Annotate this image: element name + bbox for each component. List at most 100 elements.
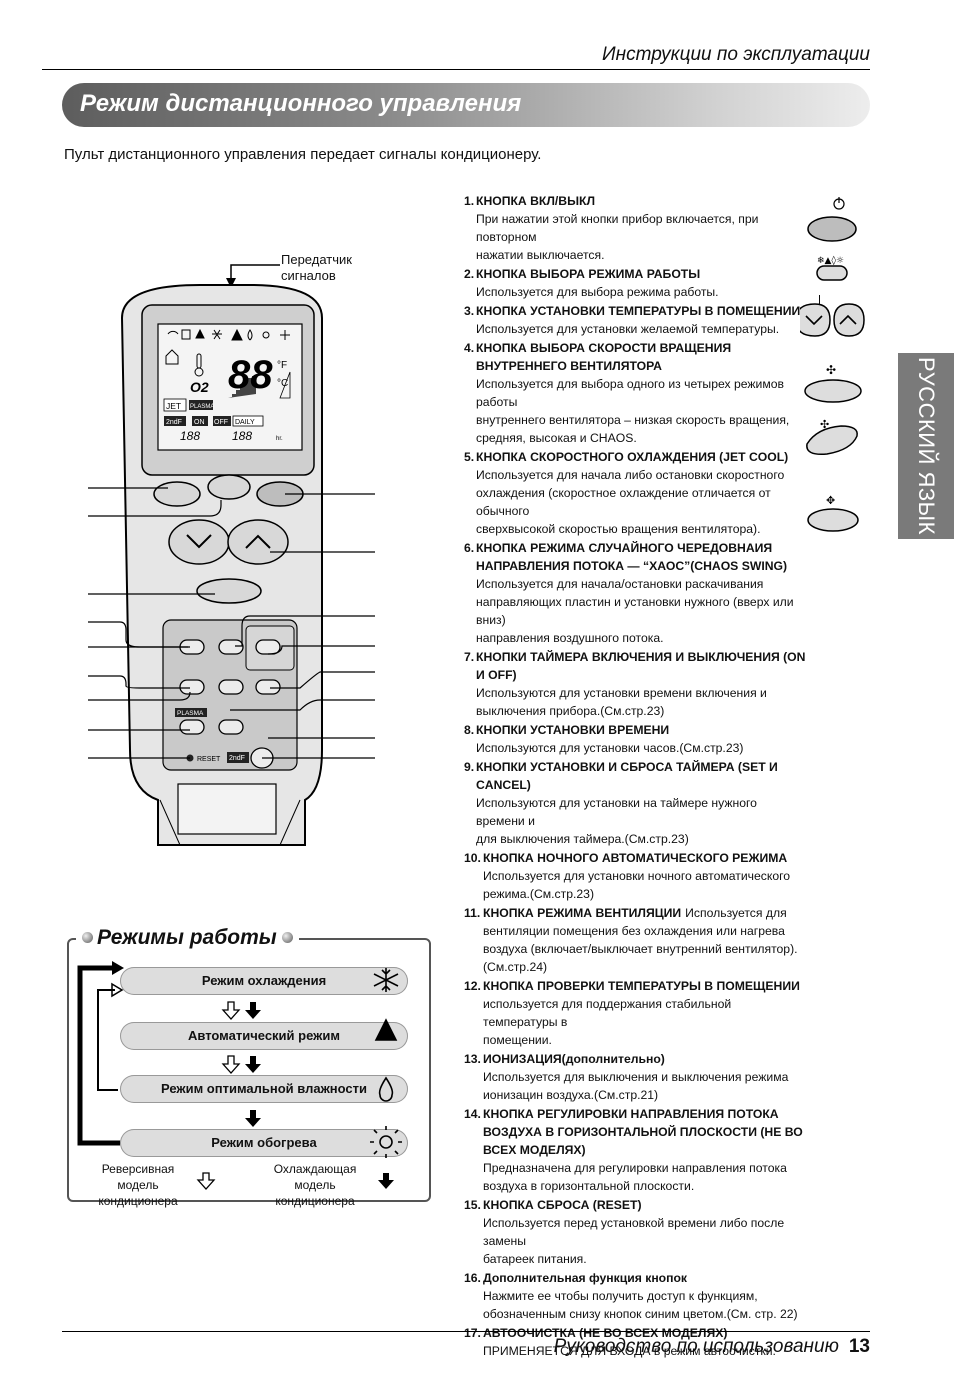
item-title: КНОПКА ВЫБОРА РЕЖИМА РАБОТЫ (476, 267, 701, 281)
mode-icons (370, 968, 402, 1158)
item-description-line: направляющих пластин и установки нужного… (476, 595, 794, 627)
description-item: 14.КНОПКА РЕГУЛИРОВКИ НАПРАВЛЕНИЯ ПОТОКА… (464, 1105, 809, 1195)
description-item: 17.АВТООЧИСТКА (НЕ ВО ВСЕХ МОДЕЛЯХ)ПРИМЕ… (464, 1324, 809, 1360)
snowflake-icon (373, 968, 399, 992)
item-description-line: (См.стр.24) (483, 960, 548, 974)
item-description-line: ионизацин воздуха.(См.стр.21) (483, 1088, 659, 1102)
item-description-line: воздуха (включает/выключает внутренний в… (483, 942, 798, 956)
item-description-line: режима.(См.стр.23) (483, 887, 595, 901)
item-description-line: воздуха в горизонтальной плоскости. (483, 1179, 695, 1193)
lcd-2ndf: 2ndF (166, 419, 182, 426)
item-title: КНОПКА ВЫБОРА СКОРОСТИ ВРАЩЕНИЯ ВНУТРЕНН… (476, 341, 732, 373)
item-description-line: Используются для установки времени включ… (476, 686, 767, 700)
item-description-line: Используется для выключения и выключения… (483, 1070, 789, 1084)
header-title: Инструкции по эксплуатации (602, 44, 870, 65)
mode-button-icon (816, 265, 848, 281)
bullet-icon (82, 932, 93, 943)
item-description-line: Используется для начала/остановки раскач… (476, 577, 764, 591)
item-number: 11. (464, 906, 481, 920)
lcd-off: OFF (214, 419, 228, 426)
item-number: 15. (464, 1198, 481, 1212)
lcd-unit-f: °F (277, 360, 287, 371)
callout-lines (88, 487, 375, 759)
item-number: 6. (464, 541, 475, 555)
lcd-on: ON (194, 419, 205, 426)
chaos-swing-button (207, 474, 251, 500)
item-inline-text: Используется для (685, 906, 787, 920)
sun-icon (379, 1135, 393, 1149)
item-description-line: обозначенным снизу кнопок синим цветом.(… (483, 1307, 798, 1321)
modes-flow-diagram (77, 961, 402, 1190)
lcd-unit-c: °C (277, 378, 288, 389)
panel-2ndf-label: 2ndF (229, 755, 245, 762)
fan-icon: ✣ (826, 363, 836, 377)
item-description-line: Используются для установки на таймере ну… (476, 796, 757, 828)
chaos-swing-button-icon (807, 508, 859, 532)
auto-mode-icon (374, 1018, 398, 1041)
footer-divider (62, 1331, 870, 1332)
item-description-line: Используется перед установкой времени ли… (483, 1216, 785, 1248)
item-title: КНОПКА НОЧНОГО АВТОМАТИЧЕСКОГО РЕЖИМА (483, 851, 788, 865)
mode-heating: Режим обогрева (120, 1129, 408, 1157)
item-description-line: Используется для выбора режима работы. (476, 285, 719, 299)
item-description-line: используется для поддержания стабильной … (483, 997, 732, 1029)
footer-text: Руководство по использованию (553, 1336, 839, 1357)
item-number: 4. (464, 341, 475, 355)
swing-horizontal-button (218, 719, 244, 735)
item-title: КНОПКА РЕЖИМА ВЕНТИЛЯЦИИ (483, 906, 682, 920)
lcd-on-timer: 188 (180, 429, 200, 443)
description-item: 6.КНОПКА РЕЖИМА СЛУЧАЙНОГО ЧЕРЕДОВНАИЯ Н… (464, 539, 809, 647)
header-divider (42, 69, 870, 70)
item-number: 16. (464, 1271, 481, 1285)
item-title: ИОНИЗАЦИЯ(дополнительно) (483, 1052, 665, 1066)
timer-set-button (218, 639, 244, 655)
time-up-button (218, 679, 244, 695)
lcd-daily: DAILY (235, 419, 255, 426)
temp-up-button (227, 519, 289, 565)
jet-icon: ✣ (820, 418, 829, 431)
button-icons-column: ❄▲◊☼ ǀ ✣ ✣ ✥ (800, 197, 865, 532)
item-description-line: Используется для установки желаемой темп… (476, 322, 780, 336)
item-number: 5. (464, 450, 475, 464)
item-number: 12. (464, 979, 481, 993)
modes-title: Режимы работы (76, 926, 299, 950)
item-description-line: Используется для выбора одного из четыре… (476, 377, 784, 409)
cycle-arrow-outer (77, 965, 120, 1146)
panel-reset-label: RESET (197, 756, 221, 763)
item-description-line: помещении. (483, 1033, 552, 1047)
item-description-line: нажатии выключается. (476, 248, 605, 262)
remote-lcd-screen (157, 323, 303, 451)
item-number: 10. (464, 851, 481, 865)
temp-buttons-icon (800, 303, 865, 337)
description-item: 7.КНОПКИ ТАЙМЕРА ВКЛЮЧЕНИЯ И ВЫКЛЮЧЕНИЯ … (464, 648, 809, 720)
cycle-arrow-inner (97, 989, 118, 1091)
remote-buttons (153, 474, 304, 604)
item-number: 7. (464, 650, 475, 664)
mode-symbols: ❄▲◊☼ (817, 255, 844, 266)
item-title: КНОПКА СКОРОСТНОГО ОХЛАЖДЕНИЯ (JET COOL) (476, 450, 789, 464)
description-item: 10.КНОПКА НОЧНОГО АВТОМАТИЧЕСКОГО РЕЖИМА… (464, 849, 809, 903)
section-banner: Режим дистанционного управления (62, 83, 870, 127)
lcd-temp-digits: 88 (228, 353, 273, 397)
description-item: 13.ИОНИЗАЦИЯ(дополнительно)Используется … (464, 1050, 809, 1104)
transmitter-arrow-head (226, 278, 236, 288)
swing-icon: ✥ (826, 494, 835, 507)
item-number: 9. (464, 760, 475, 774)
description-item: 4.КНОПКА ВЫБОРА СКОРОСТИ ВРАЩЕНИЯ ВНУТРЕ… (464, 339, 809, 447)
mode-cooling: Режим охлаждения (120, 967, 408, 995)
item-number: 3. (464, 304, 475, 318)
item-description-line: ПРИМЕНЯЕТСЯ ДЛЯ ВХОДА в режим автоочистк… (483, 1344, 776, 1358)
item-description-line: батареек питания. (483, 1252, 587, 1266)
item-description-line: направления воздушного потока. (476, 631, 664, 645)
lcd-jet: JET (166, 401, 181, 411)
item-description-line: охлаждения (скоростное охлаждение отлича… (476, 486, 771, 518)
item-description-line: Используется для установки ночного автом… (483, 869, 791, 883)
lcd-o2: O2 (190, 379, 209, 395)
reversible-model-label: Реверсивная модель кондиционера (98, 1162, 178, 1208)
